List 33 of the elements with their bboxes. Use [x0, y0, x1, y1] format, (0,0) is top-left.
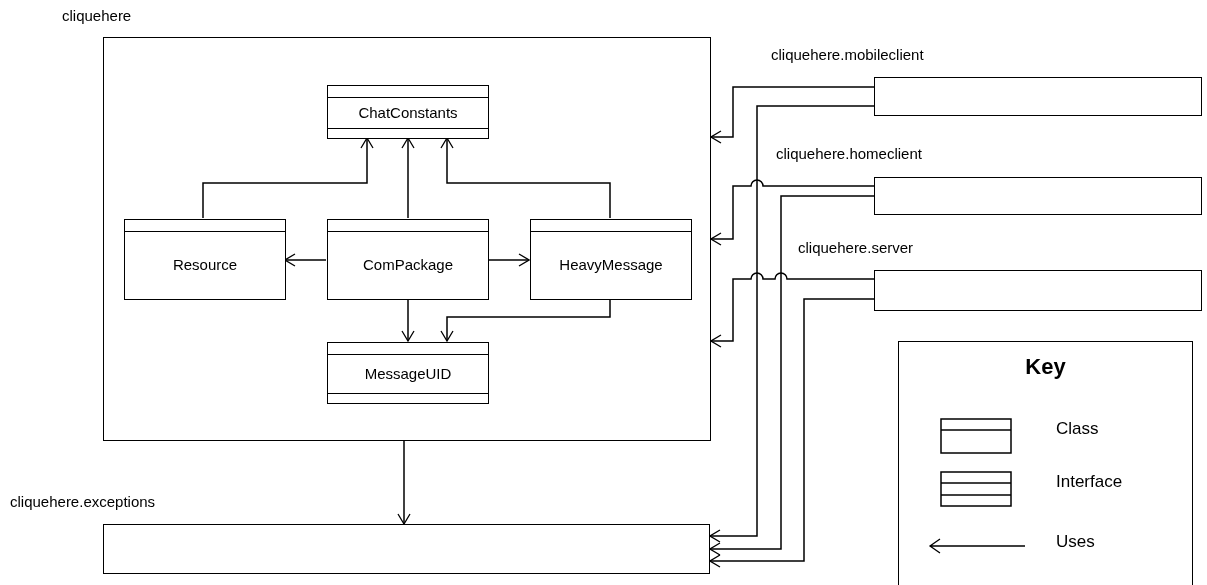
interface-box	[327, 342, 489, 404]
class-name: HeavyMessage	[559, 255, 663, 276]
legend-text: Interface	[1056, 473, 1123, 490]
legend-text: Uses	[1056, 533, 1095, 550]
package-name: cliquehere.server	[798, 240, 914, 255]
package-name: cliquehere.exceptions	[10, 494, 156, 509]
dependency-arrow	[202, 137, 374, 219]
dependency-arrow	[710, 272, 875, 348]
dependency-arrow	[709, 195, 875, 556]
dependency-arrow	[284, 253, 327, 267]
class-name: ComPackage	[362, 255, 453, 276]
dependency-arrow	[710, 179, 875, 246]
package-name: cliquehere	[62, 8, 132, 23]
dependency-arrow	[710, 86, 875, 144]
dependency-arrow	[440, 137, 611, 219]
class-box	[530, 219, 692, 300]
class-box	[124, 219, 286, 300]
legend-title: Key	[1024, 356, 1067, 378]
dependency-arrow	[709, 298, 875, 568]
class-name: Resource	[172, 255, 238, 276]
dependency-arrow	[401, 298, 415, 342]
legend-text: Class	[1056, 420, 1099, 437]
dependency-arrow	[397, 440, 411, 525]
class-name: MessageUID	[364, 363, 452, 384]
package-name: cliquehere.homeclient	[776, 146, 922, 161]
dependency-arrow	[401, 137, 415, 219]
class-name: ChatConstants	[358, 102, 458, 123]
package-name: cliquehere.mobileclient	[771, 47, 924, 62]
dependency-arrow	[440, 298, 611, 342]
dependency-arrow	[709, 105, 875, 543]
dependency-arrow	[487, 253, 530, 267]
interface-box	[327, 85, 489, 139]
class-box	[327, 219, 489, 300]
